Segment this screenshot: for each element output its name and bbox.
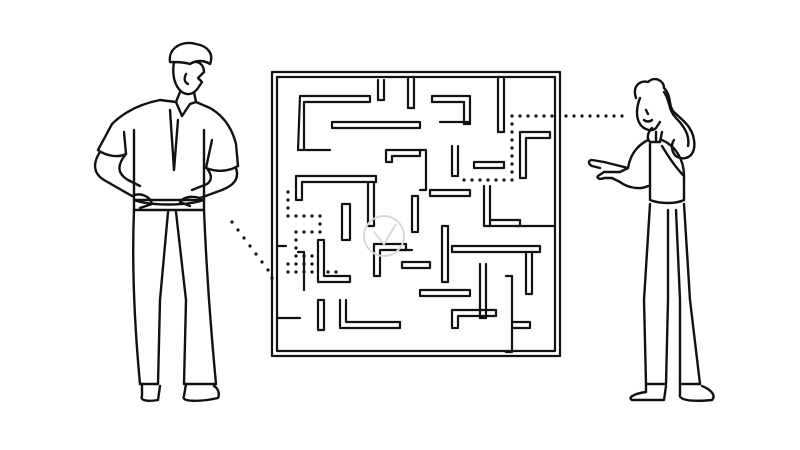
- maze: [270, 70, 562, 358]
- woman-figure: [587, 77, 715, 402]
- maze-solution-dots: [286, 114, 554, 274]
- man-figure: [93, 41, 240, 402]
- dotted-path-man: [230, 220, 274, 280]
- dotted-path-woman: [564, 114, 624, 118]
- watermark: [363, 215, 405, 257]
